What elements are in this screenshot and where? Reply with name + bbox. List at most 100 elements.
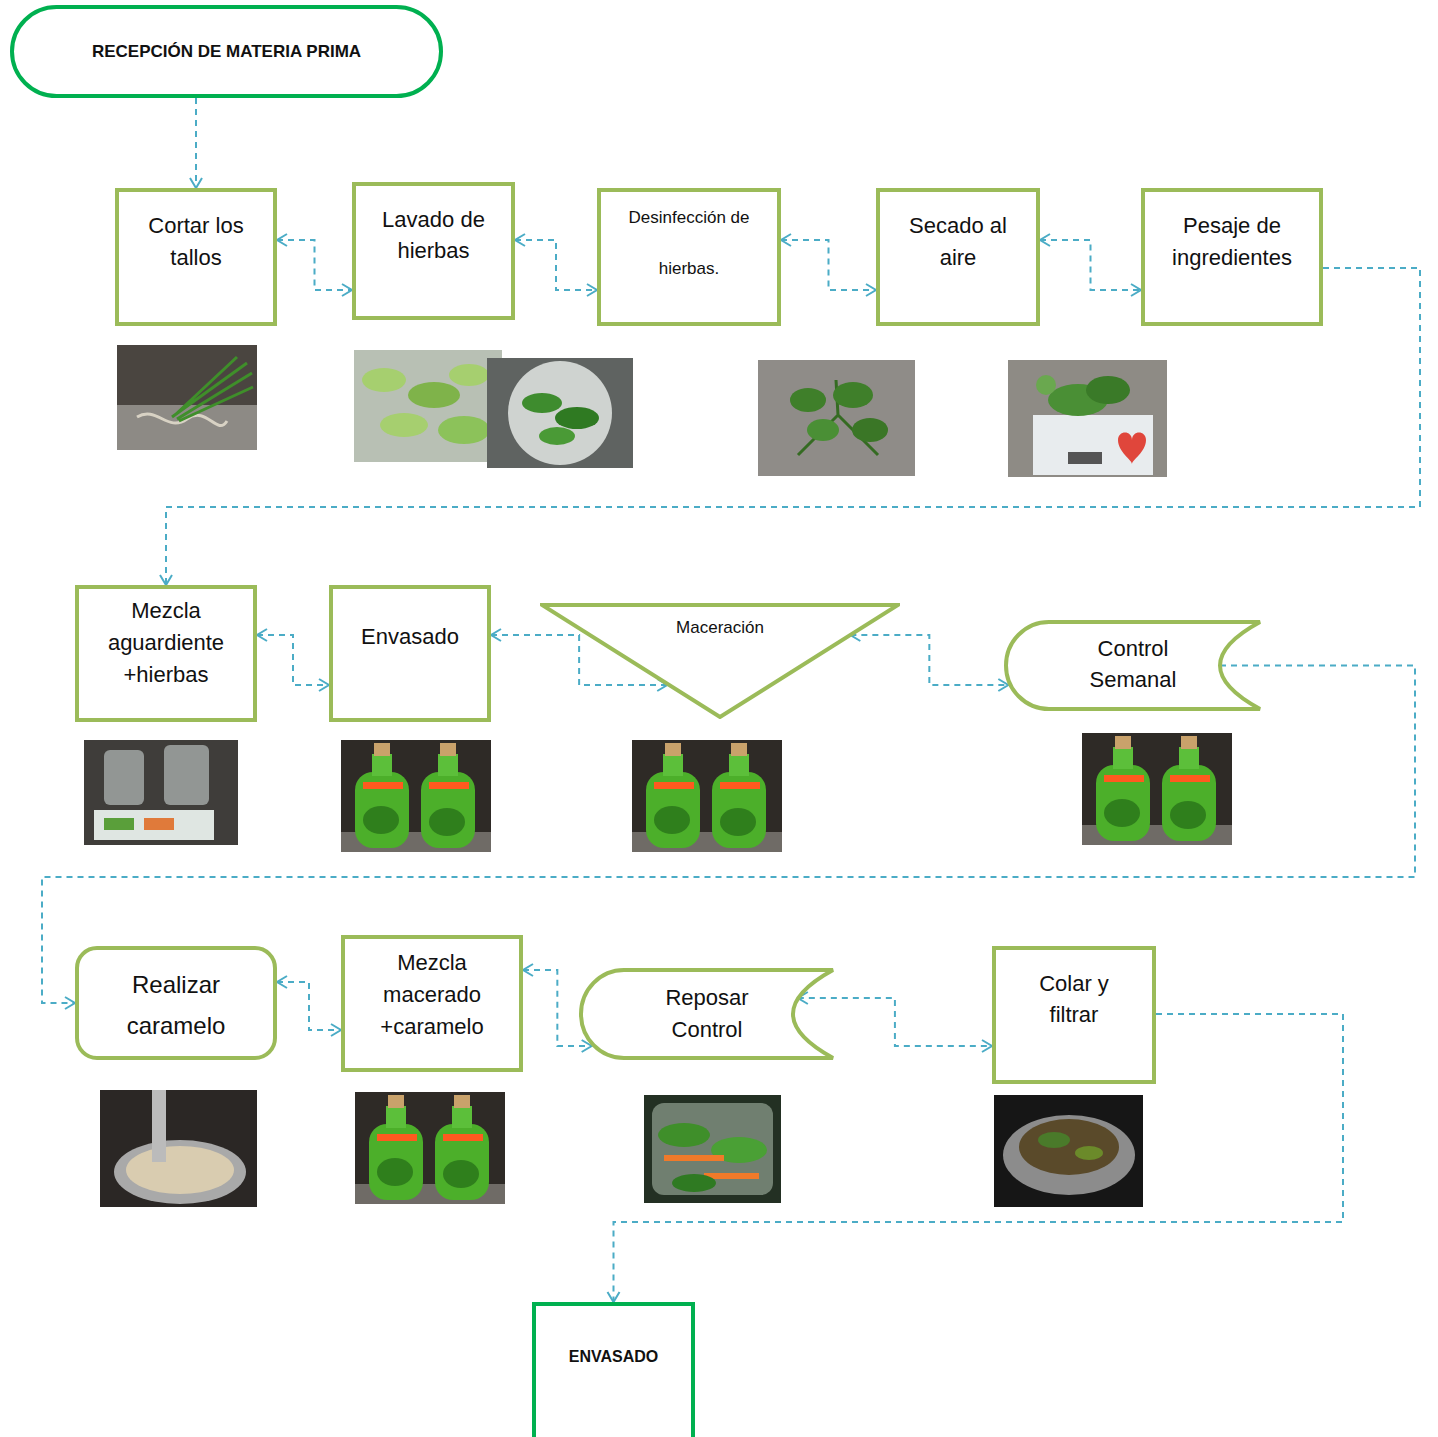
photo-bottles: [341, 740, 491, 852]
process-box: Lavado de hierbas: [352, 182, 515, 320]
flow-connector: [798, 992, 992, 1052]
photo-detail: [449, 364, 489, 386]
photo-detail: [994, 1095, 1143, 1207]
end-box: ENVASADO: [532, 1302, 695, 1437]
process-box: Cortar los tallos: [115, 188, 277, 326]
stored-data-shape: Control Semanal: [1004, 620, 1262, 711]
photo-detail: [644, 1095, 781, 1203]
dashed-line: [515, 240, 597, 290]
arrow-head: [515, 234, 525, 246]
arrow-head: [781, 234, 791, 246]
photo-scale: [1008, 360, 1167, 477]
photo-bottles: [632, 740, 782, 852]
photo-detail: [114, 1140, 246, 1204]
photo-detail: [408, 382, 460, 408]
rounded-process-box: Realizar caramelo: [75, 946, 277, 1060]
photo-detail: [555, 407, 599, 429]
photo-drying: [758, 360, 915, 476]
flow-connector: [277, 976, 341, 1036]
arrow-head: [1131, 284, 1141, 296]
dashed-line: [257, 635, 329, 685]
node-label: Maceración: [540, 617, 900, 639]
photo-detail: [652, 1103, 773, 1195]
node-label: Desinfección de hierbas.: [619, 192, 759, 294]
node-label: Reposar Control: [647, 982, 767, 1046]
flow-connector: [190, 98, 202, 188]
process-box: Secado al aire: [876, 188, 1040, 326]
arrow-head: [342, 284, 352, 296]
dashed-line: [850, 635, 1008, 685]
photo-detail: [833, 382, 873, 408]
photo-detail: [1003, 1115, 1135, 1195]
photo-caramel: [100, 1090, 257, 1207]
shape-outline: [581, 970, 833, 1058]
photo-detail: [852, 418, 888, 442]
process-box: Mezcla macerado +caramelo: [341, 935, 523, 1072]
dashed-line: [1040, 240, 1141, 290]
arrow-head: [587, 284, 597, 296]
photo-resting: [644, 1095, 781, 1203]
node-label: Envasado: [345, 621, 475, 653]
photo-detail: [438, 416, 490, 444]
photo-detail: [164, 745, 209, 805]
flow-connector: [781, 234, 876, 296]
photo-detail: [1036, 375, 1056, 395]
node-label: Pesaje de ingredientes: [1157, 210, 1307, 274]
photo-detail: [790, 388, 826, 412]
arrow-head: [608, 1292, 620, 1302]
arrow-head: [1040, 234, 1050, 246]
process-box: Envasado: [329, 585, 491, 722]
process-box: Mezcla aguardiente +hierbas: [75, 585, 257, 722]
photo-detail: [672, 1174, 716, 1192]
photo-detail: [539, 427, 575, 445]
photo-detail: [172, 357, 253, 421]
photo-detail: [104, 750, 144, 805]
photo-bottles: [1082, 733, 1232, 845]
photo-detail: [1038, 1132, 1070, 1148]
flow-connector: [850, 629, 1008, 691]
photo-washing: [487, 358, 633, 468]
start-terminal: RECEPCIÓN DE MATERIA PRIMA: [10, 5, 443, 98]
photo-detail: [126, 1146, 234, 1194]
node-label: Mezcla aguardiente +hierbas: [91, 595, 241, 691]
photo-detail: [100, 1090, 257, 1207]
photo-detail: [664, 1155, 724, 1161]
arrow-head: [160, 575, 172, 585]
photo-detail: [152, 1090, 166, 1162]
arrow-head: [866, 284, 876, 296]
photo-detail: [522, 393, 562, 413]
photo-mixing: [84, 740, 238, 845]
photo-detail: [1086, 376, 1130, 404]
stored-data-outline: [579, 968, 835, 1060]
photo-detail: [1118, 433, 1146, 465]
photo-detail: [758, 360, 915, 476]
photo-detail: [380, 413, 428, 437]
node-label: Mezcla macerado +caramelo: [357, 947, 507, 1043]
dashed-line: [781, 240, 876, 290]
photo-washing: [354, 350, 502, 462]
photo-stems: [117, 345, 257, 450]
process-box: Desinfección de hierbas.: [597, 188, 781, 326]
photo-detail: [362, 368, 406, 392]
shape-outline: [1006, 622, 1260, 709]
photo-detail: [117, 345, 257, 450]
photo-detail: [144, 818, 174, 830]
arrow-head: [277, 976, 287, 988]
flow-connector: [277, 234, 352, 296]
node-label: Control Semanal: [1058, 633, 1208, 695]
node-label: Lavado de hierbas: [368, 204, 499, 266]
photo-detail: [1008, 360, 1167, 477]
flow-connector: [1040, 234, 1141, 296]
photo-detail: [1075, 1146, 1103, 1160]
photo-straining: [994, 1095, 1143, 1207]
photo-detail: [487, 358, 633, 468]
photo-detail: [1019, 1119, 1119, 1175]
dashed-line: [195, 98, 197, 188]
arrow-head: [257, 629, 267, 641]
photo-detail: [94, 810, 214, 840]
arrow-head: [331, 1024, 341, 1036]
node-label: Realizar caramelo: [93, 964, 259, 1046]
stored-data-outline: [1004, 620, 1262, 711]
flow-connector: [515, 234, 597, 296]
